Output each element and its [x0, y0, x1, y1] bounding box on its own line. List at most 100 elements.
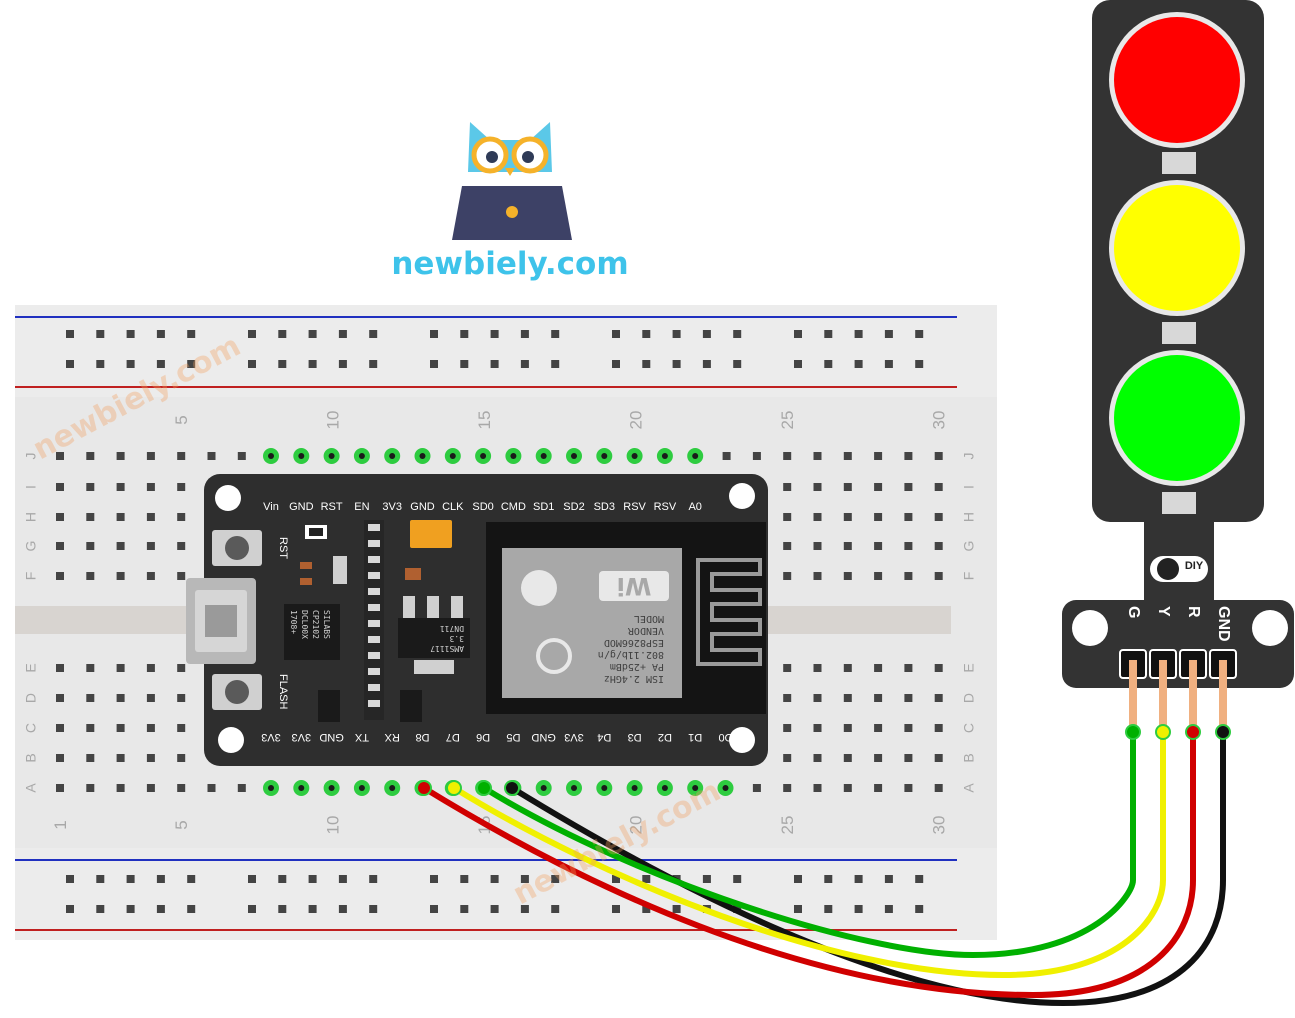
- rail-hole: [490, 875, 499, 883]
- rail-hole: [430, 330, 438, 338]
- breadboard-hole: [207, 452, 216, 460]
- breadboard-hole: [843, 724, 852, 732]
- rail-hole: [884, 330, 893, 338]
- rail-hole: [66, 330, 74, 338]
- breadboard-hole: [86, 754, 95, 762]
- breadboard-hole: [146, 784, 155, 792]
- traffic-light-pin-label: R: [1185, 606, 1202, 618]
- breadboard-hole: [116, 754, 125, 762]
- pin-label-bottom: 3V3: [564, 731, 584, 743]
- module-marking: ISM 2.4GHz: [604, 673, 664, 684]
- breadboard-hole: [874, 664, 883, 672]
- rail-hole: [126, 330, 135, 338]
- breadboard-hole: [874, 572, 883, 580]
- breadboard-hole: [177, 572, 186, 580]
- tantalum-capacitor: [410, 520, 452, 548]
- breadboard-hole: [56, 724, 64, 732]
- breadboard-hole: [146, 572, 155, 580]
- breadboard-hole: [116, 483, 125, 491]
- pin-label-bottom: D4: [597, 731, 611, 743]
- breadboard-hole: [752, 452, 761, 460]
- smd-resistor: [368, 668, 380, 675]
- smd-resistor: [368, 572, 380, 579]
- breadboard-hole: [874, 694, 883, 702]
- breadboard-hole: [116, 513, 125, 521]
- row-letter: J: [23, 453, 39, 460]
- rail-hole: [308, 875, 317, 883]
- header-pin-hole: [419, 453, 426, 459]
- breadboard-hole: [813, 452, 822, 460]
- pin-label-top: 3V3: [382, 501, 402, 513]
- rail-hole: [672, 330, 681, 338]
- header-pin-hole: [449, 453, 456, 459]
- breadboard-hole: [116, 542, 125, 550]
- breadboard-hole: [86, 694, 95, 702]
- breadboard-hole: [843, 784, 852, 792]
- rail-hole: [156, 330, 165, 338]
- wire-end: [1215, 724, 1231, 740]
- rail-hole: [338, 905, 347, 913]
- rail-hole: [460, 875, 469, 883]
- chip-marking: CP2102: [311, 610, 320, 639]
- row-letter: F: [23, 572, 39, 581]
- breadboard-hole: [177, 483, 186, 491]
- rail-hole: [794, 875, 802, 883]
- breadboard-hole: [56, 784, 64, 792]
- breadboard-hole: [116, 724, 125, 732]
- rail-hole: [915, 875, 924, 883]
- pin-label-bottom: D6: [476, 731, 490, 743]
- module-marking: ESP8266MOD: [604, 637, 664, 648]
- smd-resistor: [368, 540, 380, 547]
- breadboard-hole: [783, 664, 792, 672]
- breadboard-hole: [86, 452, 95, 460]
- chip-marking: DCL00X: [300, 610, 309, 639]
- rail-hole: [96, 360, 105, 368]
- pin-label-bottom: D3: [628, 731, 642, 743]
- smd-resistor: [368, 604, 380, 611]
- row-letter: E: [23, 663, 39, 672]
- breadboard-hole: [177, 754, 186, 762]
- smd-resistor: [368, 684, 380, 691]
- breadboard-hole: [843, 513, 852, 521]
- rail-hole: [915, 330, 924, 338]
- pin-label-bottom: TX: [354, 731, 369, 743]
- smd-resistor: [368, 636, 380, 643]
- breadboard-hole: [934, 664, 943, 672]
- column-number: 1: [51, 820, 70, 829]
- mount-hole: [215, 485, 241, 511]
- header-pin-hole: [298, 453, 305, 459]
- rail-hole: [278, 875, 287, 883]
- breadboard-hole: [813, 754, 822, 762]
- breadboard-hole: [934, 784, 943, 792]
- row-letter: G: [961, 541, 977, 552]
- pin-label-bottom: 3V3: [292, 731, 312, 743]
- header-pin-hole: [571, 785, 577, 791]
- row-letter: I: [23, 485, 39, 489]
- rail-hole: [308, 905, 317, 913]
- breadboard-hole: [904, 784, 913, 792]
- wire-y: [451, 729, 1166, 979]
- breadboard-hole: [813, 694, 822, 702]
- breadboard-hole: [934, 694, 943, 702]
- rail-hole: [308, 360, 317, 368]
- breadboard-hole: [146, 694, 155, 702]
- rail-hole: [702, 360, 711, 368]
- header-pin: [1159, 660, 1167, 730]
- traffic-light-pin-label: GND: [1215, 606, 1232, 642]
- flash-label: FLASH: [277, 674, 289, 710]
- header-pin: [1129, 660, 1137, 730]
- header-pin-hole: [389, 453, 396, 459]
- rail-hole: [248, 360, 256, 368]
- wire-end: [446, 780, 462, 796]
- green-light: [1114, 355, 1240, 481]
- breadboard-hole: [56, 513, 64, 521]
- header-pin-hole: [601, 785, 608, 791]
- rail-hole: [733, 875, 742, 883]
- breadboard-hole: [56, 664, 64, 672]
- header-pin-hole: [661, 785, 668, 791]
- rail-hole: [642, 905, 651, 913]
- rail-hole: [612, 875, 620, 883]
